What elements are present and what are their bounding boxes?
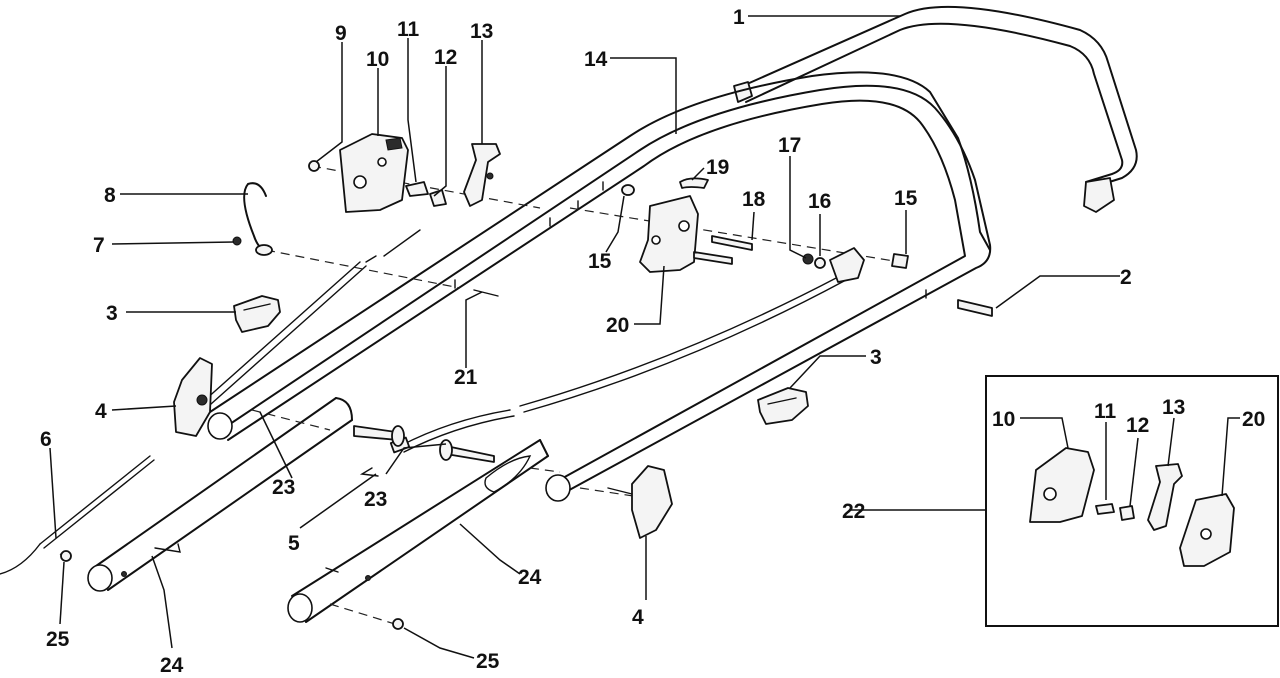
bolts-23	[353, 425, 495, 477]
callout-24-right: 24	[518, 566, 542, 589]
callout-18: 18	[742, 188, 766, 211]
callout-23-left: 23	[272, 476, 295, 499]
knob-4-right	[607, 465, 673, 539]
callout-23-right: 23	[364, 488, 387, 511]
clip-3-right	[757, 387, 809, 425]
lower-tube-right	[287, 439, 549, 623]
callout-20-inset: 20	[1242, 408, 1265, 431]
knob-4-left	[173, 357, 213, 437]
callout-3-right: 3	[870, 346, 882, 369]
cover-plate-20	[621, 177, 993, 317]
callout-11-inset: 11	[1094, 400, 1117, 423]
callout-1: 1	[733, 6, 745, 29]
callout-12-inset: 12	[1126, 414, 1149, 437]
callout-11-main: 11	[397, 18, 420, 41]
switch-housing-group	[308, 133, 501, 213]
control-cable	[195, 229, 847, 454]
callout-8: 8	[104, 184, 116, 207]
callout-19: 19	[706, 156, 729, 179]
callout-4-left: 4	[95, 400, 107, 423]
callout-7: 7	[93, 234, 105, 257]
callout-24-left: 24	[160, 654, 184, 677]
callout-15-left: 15	[588, 250, 612, 273]
inset-box-22	[985, 375, 1279, 627]
callout-4-right: 4	[632, 606, 644, 629]
callout-3-left: 3	[106, 302, 118, 325]
callout-15-right: 15	[894, 187, 918, 210]
rod-6	[0, 455, 155, 575]
callout-5: 5	[288, 532, 300, 555]
callout-9: 9	[335, 22, 347, 45]
callout-14: 14	[584, 48, 608, 71]
lower-tube-left	[87, 397, 353, 592]
callout-10-main: 10	[366, 48, 389, 71]
callout-17: 17	[778, 134, 801, 157]
clip-3-left	[233, 295, 281, 333]
leader-lines	[49, 15, 1240, 659]
main-handle-frame	[207, 71, 992, 502]
callout-25-right: 25	[476, 650, 500, 673]
callout-12-main: 12	[434, 46, 457, 69]
cable-hook	[232, 182, 273, 256]
callout-10-inset: 10	[992, 408, 1015, 431]
callout-20-main: 20	[606, 314, 629, 337]
callout-13-inset: 13	[1162, 396, 1185, 419]
callout-6: 6	[40, 428, 52, 451]
callout-21: 21	[454, 366, 478, 389]
callout-22: 22	[842, 500, 865, 523]
small-hardware	[60, 289, 499, 630]
callout-25-left: 25	[46, 628, 70, 651]
callout-2: 2	[1120, 266, 1132, 289]
callout-13-main: 13	[470, 20, 493, 43]
callout-16: 16	[808, 190, 831, 213]
upper-handle-bar	[733, 5, 1138, 213]
callout-labels: 1 2 3 3 4 4 5 6 7 8 9 10 11 12 13 14 15 …	[40, 6, 1265, 677]
